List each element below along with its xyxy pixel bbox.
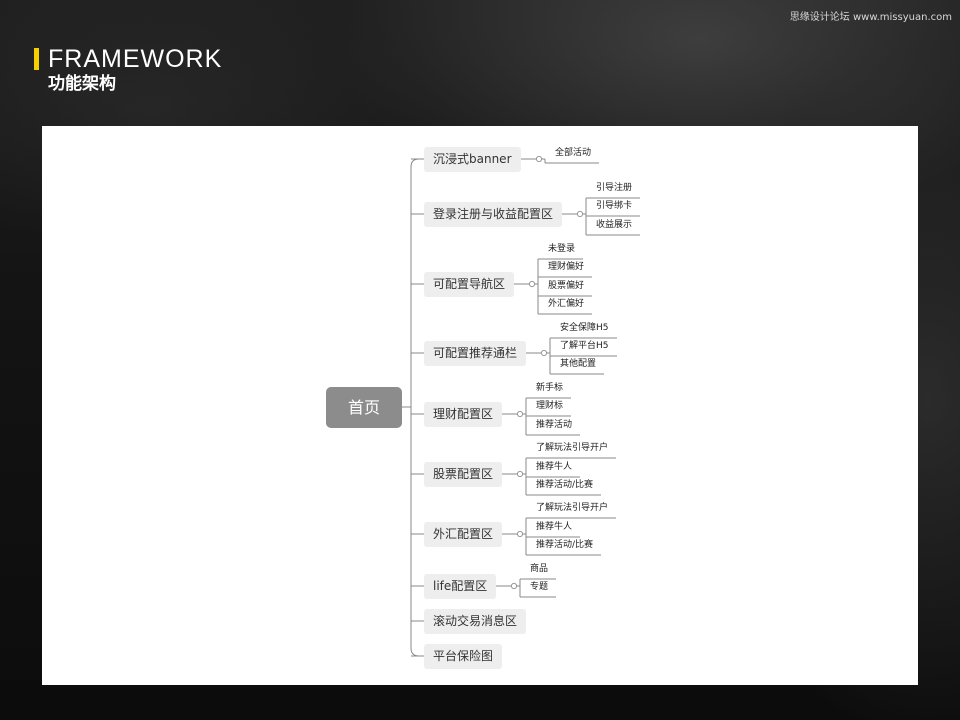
collapse-toggle-icon[interactable] <box>576 210 584 218</box>
leaf-node[interactable]: 理财标 <box>536 401 564 411</box>
collapse-toggle-icon[interactable] <box>510 582 518 590</box>
category-node[interactable]: 股票配置区 <box>424 461 503 487</box>
mindmap-panel: 首页 沉浸式banner 全部活动登录注册与收益配置区 引导注册引导绑卡收益展示可配… <box>42 126 918 685</box>
category-node[interactable]: 理财配置区 <box>424 401 503 427</box>
collapse-toggle-icon[interactable] <box>535 155 543 163</box>
watermark: 思缘设计论坛 www.missyuan.com <box>789 12 952 23</box>
leaf-node[interactable]: 未登录 <box>548 244 576 254</box>
trunk-line <box>410 158 420 657</box>
leaf-node[interactable]: 引导注册 <box>596 183 633 193</box>
leaf-node[interactable]: 商品 <box>530 564 549 574</box>
collapse-toggle-icon[interactable] <box>516 530 524 538</box>
collapse-toggle-icon[interactable] <box>528 280 536 288</box>
category-node[interactable]: 沉浸式banner <box>424 146 521 172</box>
mindmap-root-node[interactable]: 首页 <box>326 387 402 428</box>
leaf-node[interactable]: 全部活动 <box>555 148 592 158</box>
collapse-toggle-icon[interactable] <box>540 349 548 357</box>
category-node[interactable]: 外汇配置区 <box>424 521 503 547</box>
category-node[interactable]: 滚动交易消息区 <box>424 608 527 634</box>
leaf-node[interactable]: 了解平台H5 <box>560 341 609 351</box>
collapse-toggle-icon[interactable] <box>516 470 524 478</box>
leaf-node[interactable]: 股票偏好 <box>548 281 585 291</box>
leaf-node[interactable]: 推荐牛人 <box>536 522 573 532</box>
title-accent-bar <box>34 48 39 70</box>
category-node[interactable]: 平台保险图 <box>424 643 503 669</box>
leaf-node[interactable]: 新手标 <box>536 383 564 393</box>
leaf-node[interactable]: 推荐活动/比赛 <box>536 480 594 490</box>
leaf-node[interactable]: 其他配置 <box>560 359 597 369</box>
leaf-node[interactable]: 了解玩法引导开户 <box>536 443 609 453</box>
leaf-node[interactable]: 推荐牛人 <box>536 462 573 472</box>
collapse-toggle-icon[interactable] <box>516 410 524 418</box>
page-subtitle: 功能架构 <box>48 74 116 94</box>
leaf-node[interactable]: 理财偏好 <box>548 262 585 272</box>
leaf-node[interactable]: 安全保障H5 <box>560 323 609 333</box>
mindmap-connectors <box>402 155 640 657</box>
leaf-node[interactable]: 推荐活动/比赛 <box>536 540 594 550</box>
page-title: FRAMEWORK <box>48 45 223 73</box>
leaf-node[interactable]: 收益展示 <box>596 220 633 230</box>
category-node[interactable]: 可配置导航区 <box>424 271 515 297</box>
category-node[interactable]: 登录注册与收益配置区 <box>424 201 563 227</box>
category-node[interactable]: life配置区 <box>424 573 497 599</box>
leaf-node[interactable]: 推荐活动 <box>536 420 573 430</box>
leaf-node[interactable]: 了解玩法引导开户 <box>536 503 609 513</box>
leaf-node[interactable]: 外汇偏好 <box>548 299 585 309</box>
category-node[interactable]: 可配置推荐通栏 <box>424 340 527 366</box>
leaf-node[interactable]: 引导绑卡 <box>596 201 633 211</box>
leaf-node[interactable]: 专题 <box>530 582 549 592</box>
